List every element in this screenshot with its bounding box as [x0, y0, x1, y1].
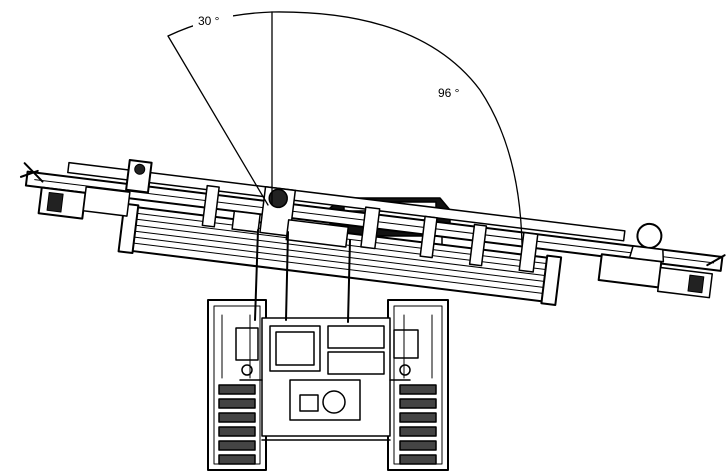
right-angle-label: 96 ° — [438, 86, 460, 100]
right-arc — [271, 11, 523, 246]
drill-boom — [19, 159, 726, 306]
mast-support — [254, 229, 351, 323]
left-tilt-line — [167, 35, 269, 206]
crawler-track-right — [387, 299, 449, 471]
left-angle-label: 30 ° — [198, 14, 220, 28]
machine-body — [235, 317, 419, 441]
crawler-track-left — [207, 299, 267, 471]
